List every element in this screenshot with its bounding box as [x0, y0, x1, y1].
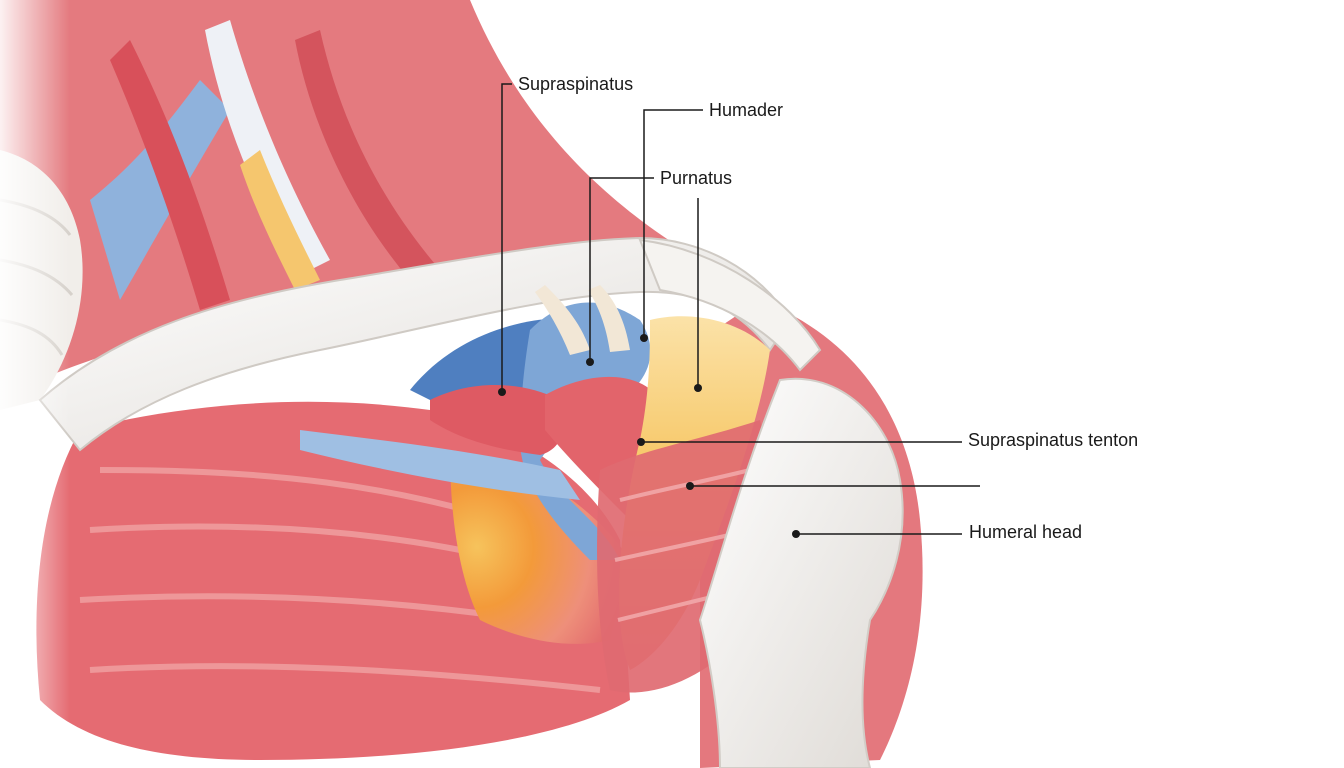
- leader-line-humader: [643, 109, 703, 338]
- neck-strand-red: [110, 40, 230, 310]
- neck-strand-yellow: [240, 150, 320, 290]
- acromion-bone: [638, 238, 822, 372]
- label-supraspinatus-tenton: Supraspinatus tenton: [968, 430, 1139, 450]
- label-humader: Humader: [709, 100, 784, 120]
- neck-strand-white: [205, 20, 330, 275]
- neck-strand-blue: [90, 80, 230, 300]
- leader-dots: [498, 334, 800, 538]
- leader-line-purnatus: [589, 177, 654, 362]
- leader-line-supraspinatus: [501, 83, 512, 392]
- pectoral-fibers: [79, 467, 601, 693]
- leader-lines: [501, 83, 980, 535]
- tendon-cord-1: [535, 285, 590, 355]
- label-supraspinatus: Supraspinatus: [518, 74, 634, 94]
- tendon-cord-2: [588, 285, 630, 352]
- trapezius-muscle: [0, 0, 700, 400]
- humerus-bone: [698, 377, 904, 768]
- blue-tendon-lower: [300, 430, 580, 500]
- insertion-fan: [450, 450, 630, 644]
- label-purnatus: Purnatus: [660, 168, 733, 188]
- infraspinatus-muscle: [430, 385, 564, 455]
- neck-strand-red-2: [295, 30, 440, 280]
- label-humeral-head: Humeral head: [969, 522, 1083, 542]
